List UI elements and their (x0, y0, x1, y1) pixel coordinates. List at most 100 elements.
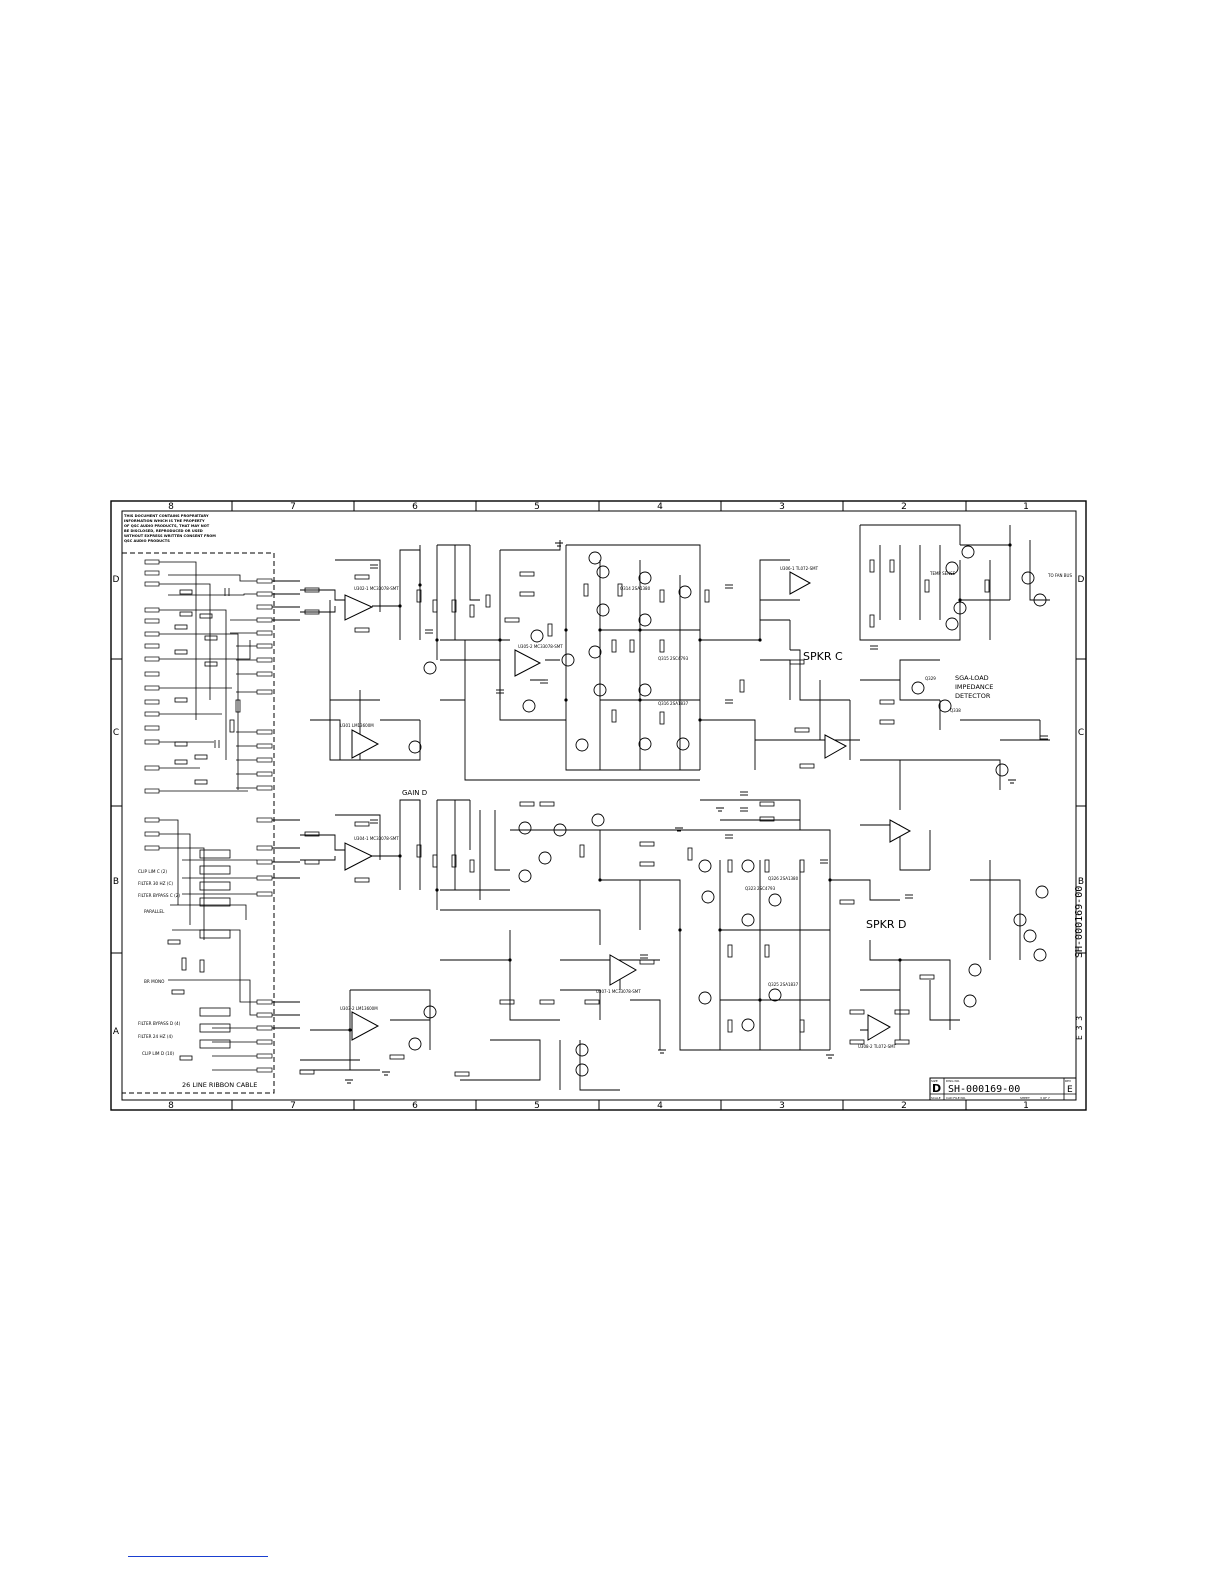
col-label-bottom: 8 (168, 1101, 174, 1111)
col-label-bottom: 5 (534, 1101, 540, 1111)
row-label-right: B (1078, 877, 1084, 887)
col-label-top: 6 (412, 502, 418, 512)
size-heading: SIZE (931, 1079, 938, 1083)
detector-wiring (700, 524, 1050, 1030)
transistor-label: Q315 2SC4793 (658, 656, 689, 661)
title-block: SIZE D DWG NO. SH-000169-00 REV E SCALE … (929, 1077, 1077, 1101)
col-label-bottom: 7 (290, 1101, 296, 1111)
notice-line: INFORMATION WHICH IS THE PROPERTY (124, 519, 205, 523)
transistor-label: Q326 2SA1380 (768, 876, 799, 881)
transistor-label: Q338 (950, 708, 961, 713)
op-amp-u301 (351, 729, 380, 759)
notice-line: OF QSC AUDIO PRODUCTS, THAT MAY NOT (124, 524, 210, 528)
detector-line: DETECTOR (955, 692, 991, 700)
op-amp-u304 (344, 842, 374, 871)
op-amp-u305-c (514, 649, 542, 677)
op-amp-u306-c (789, 571, 812, 595)
ribbon-cable-box (121, 552, 275, 1094)
filter-label: BR MONO (144, 979, 165, 984)
capacitors (370, 564, 1048, 959)
file-heading: CAD FILE NO. (946, 1096, 966, 1100)
ribbon-cable-label: 26 LINE RIBBON CABLE (182, 1081, 257, 1089)
op-amp-u307 (609, 954, 638, 986)
spkr-c-label: SPKR C (803, 650, 843, 663)
ribbon-left-labels: CLIP LIM C (2) FILTER 30 HZ (C) FILTER B… (138, 869, 181, 1056)
transistor-label: Q316 2SA1837 (658, 701, 689, 706)
ic-labels: U302-1 MC33078-SMT U301 LM13600M U305-2 … (340, 566, 961, 1049)
detector-label: SGA-LOAD IMPEDANCE DETECTOR (955, 674, 993, 700)
ic-label: U301 LM13600M (340, 723, 374, 728)
gain-d-label: GAIN D (402, 789, 427, 797)
col-label-top: 3 (779, 502, 785, 512)
fan-bus-label: TO FAN BUS (1047, 573, 1072, 578)
filter-label: FILTER BYPASS D (4) (138, 1021, 181, 1026)
junction-dots (348, 543, 1012, 1032)
proprietary-notice: THIS DOCUMENT CONTAINS PROPRIETARY INFOR… (124, 514, 216, 543)
channel-d-wiring (272, 799, 901, 1091)
ribbon-components (167, 588, 241, 1061)
col-label-top: 7 (290, 502, 296, 512)
ic-label: U304-1 MC33078-SMT (354, 836, 399, 841)
side-number: SH-000169-00 (1074, 886, 1085, 958)
resistors (299, 559, 990, 1077)
side-sheet: E 3 3 (1075, 1016, 1084, 1040)
op-amp-u308-d (867, 1014, 892, 1041)
notice-line: BE DISCLOSED, REPRODUCED OR USED (124, 529, 203, 533)
footer-rule (128, 1556, 268, 1557)
inner-border (121, 510, 1077, 1101)
col-label-top: 4 (657, 502, 663, 512)
notice-line: WITHOUT EXPRESS WRITTEN CONSENT FROM (124, 534, 216, 538)
size-value: D (932, 1082, 941, 1095)
transistor-label: Q329 (925, 676, 936, 681)
temp-sense-label: TEMP SENSE (929, 571, 956, 576)
scale-heading: SCALE (931, 1096, 941, 1100)
transistor-label: Q323 2SC4793 (745, 886, 776, 891)
col-label-bottom: 6 (412, 1101, 418, 1111)
filter-label: FILTER 30 HZ (C) (138, 881, 173, 886)
op-amps (344, 571, 912, 1041)
filter-label: FILTER BYPASS C (2) (138, 893, 180, 898)
col-label-bottom: 4 (657, 1101, 663, 1111)
zone-labels: 8 7 6 5 4 3 2 1 8 7 6 5 4 3 2 1 D C B A … (113, 502, 1085, 1111)
drawing-number: SH-000169-00 (948, 1084, 1020, 1095)
row-label-left: A (113, 1027, 120, 1037)
detector-line: IMPEDANCE (955, 683, 993, 691)
ic-label: U308-2 TL072-SMT (858, 1044, 897, 1049)
spkr-d-label: SPKR D (866, 918, 906, 931)
row-label-left: B (113, 877, 119, 887)
zone-ticks (111, 501, 1086, 1110)
ic-label: U302-1 MC33078-SMT (354, 586, 399, 591)
op-amp-u302 (344, 594, 374, 621)
filter-label: FILTER 24 HZ (4) (138, 1034, 173, 1039)
revision-value: E (1067, 1085, 1073, 1095)
ic-label: U306-1 TL072-SMT (780, 566, 819, 571)
col-label-top: 2 (901, 502, 907, 512)
op-amp-u308-c (824, 734, 848, 759)
rev-heading: REV (1065, 1079, 1072, 1083)
detector-line: SGA-LOAD (955, 674, 989, 682)
filter-label: PARALLEL (144, 909, 165, 914)
ribbon-connector-right (256, 578, 273, 1073)
transistors (408, 545, 1049, 1077)
ground-symbols (345, 542, 1016, 1084)
row-label-left: D (113, 575, 120, 585)
col-label-top: 8 (168, 502, 174, 512)
filter-label: CLIP LIM D (10) (142, 1051, 174, 1056)
notice-line: QSC AUDIO PRODUCTS (124, 539, 170, 543)
row-label-right: C (1078, 728, 1084, 738)
sheet-value: 3 OF 7 (1040, 1096, 1050, 1100)
dwg-heading: DWG NO. (946, 1079, 960, 1083)
col-label-bottom: 1 (1023, 1101, 1029, 1111)
ic-label: U307-1 MC33078-SMT (596, 989, 641, 994)
ribbon-connector-left (144, 559, 160, 851)
sheet-heading: SHEET (1020, 1096, 1030, 1100)
side-drawing-number: SH-000169-00 E 3 3 (1074, 886, 1085, 1040)
notice-line: THIS DOCUMENT CONTAINS PROPRIETARY (124, 514, 209, 518)
row-label-left: C (113, 728, 119, 738)
col-label-top: 1 (1023, 502, 1029, 512)
col-label-top: 5 (534, 502, 540, 512)
op-amp-u306-d (889, 819, 912, 843)
transistor-label: Q314 2SA1380 (620, 586, 651, 591)
col-label-bottom: 3 (779, 1101, 785, 1111)
